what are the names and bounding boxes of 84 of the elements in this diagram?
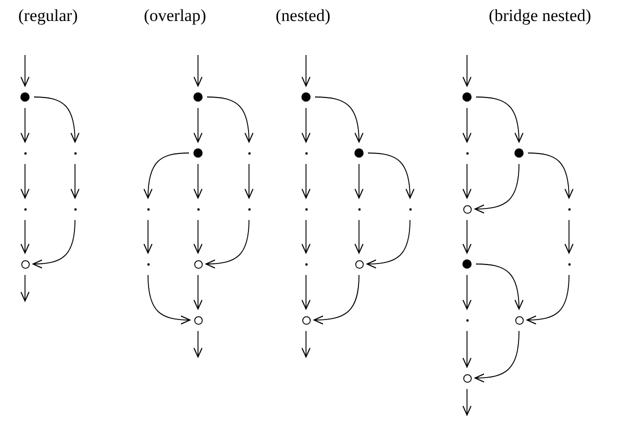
filled-circle bbox=[462, 92, 472, 102]
point bbox=[304, 208, 308, 210]
point bbox=[74, 152, 76, 154]
arrow bbox=[302, 108, 310, 142]
curved-arrow bbox=[528, 152, 574, 198]
arrow bbox=[194, 164, 202, 198]
curved-arrow bbox=[34, 96, 80, 142]
arrow bbox=[20, 274, 30, 302]
curved-arrow bbox=[206, 96, 254, 142]
filled-circle bbox=[193, 92, 203, 102]
point bbox=[146, 262, 150, 266]
arrow bbox=[20, 220, 30, 254]
arrow bbox=[244, 164, 254, 198]
open-circle bbox=[354, 260, 364, 268]
column-title: (bridge nested) bbox=[488, 6, 592, 26]
point bbox=[466, 152, 468, 154]
curved-arrow bbox=[526, 274, 570, 324]
point bbox=[248, 208, 250, 210]
arrow bbox=[462, 330, 472, 368]
arrow bbox=[194, 274, 202, 310]
point bbox=[358, 208, 360, 210]
filled-circle bbox=[354, 148, 364, 158]
arrow bbox=[564, 220, 574, 254]
open-circle bbox=[20, 260, 30, 268]
curved-arrow bbox=[368, 152, 414, 198]
arrow bbox=[194, 330, 202, 358]
point bbox=[466, 318, 468, 322]
arrow bbox=[194, 54, 202, 86]
arrow bbox=[20, 164, 30, 198]
open-circle bbox=[462, 374, 472, 382]
open-circle bbox=[514, 316, 524, 324]
arrow bbox=[462, 54, 472, 86]
curved-arrow bbox=[366, 220, 410, 268]
curved-arrow bbox=[144, 152, 190, 198]
arrow bbox=[194, 220, 202, 254]
arrow bbox=[70, 164, 80, 198]
open-circle bbox=[462, 204, 472, 214]
arrow bbox=[302, 220, 310, 254]
point bbox=[248, 152, 250, 154]
curved-arrow bbox=[314, 96, 364, 142]
arrow bbox=[302, 54, 310, 86]
filled-circle bbox=[462, 259, 472, 269]
arrow bbox=[462, 220, 472, 254]
point bbox=[304, 152, 308, 154]
arrow bbox=[354, 164, 364, 198]
open-circle bbox=[194, 260, 202, 268]
open-circle bbox=[302, 316, 310, 324]
arrow bbox=[20, 54, 30, 86]
arrow bbox=[144, 220, 152, 254]
curved-arrow bbox=[474, 330, 520, 382]
point bbox=[74, 208, 76, 210]
column-title: (nested) bbox=[276, 6, 330, 26]
point bbox=[568, 262, 570, 266]
filled-circle bbox=[20, 92, 30, 102]
filled-circle bbox=[514, 148, 524, 158]
point bbox=[146, 208, 150, 210]
curved-arrow bbox=[148, 274, 190, 324]
arrow bbox=[354, 220, 364, 254]
arrow bbox=[302, 330, 310, 358]
filled-circle bbox=[301, 92, 311, 102]
point bbox=[408, 208, 412, 210]
open-circle bbox=[194, 316, 202, 324]
arrow bbox=[462, 388, 472, 416]
arrow bbox=[302, 164, 310, 198]
point bbox=[24, 208, 26, 210]
curved-arrow bbox=[476, 264, 524, 310]
point bbox=[24, 152, 26, 154]
curved-arrow bbox=[476, 96, 524, 142]
arrow bbox=[462, 108, 472, 142]
arrow bbox=[302, 274, 310, 310]
arrow bbox=[20, 108, 30, 142]
curved-arrow bbox=[32, 220, 76, 268]
arrow bbox=[462, 164, 472, 198]
filled-circle bbox=[193, 148, 203, 158]
point bbox=[568, 208, 570, 210]
curved-arrow bbox=[474, 164, 520, 214]
column-title: (regular) bbox=[18, 6, 78, 26]
point bbox=[304, 262, 308, 266]
column-title: (overlap) bbox=[144, 6, 206, 26]
curved-arrow bbox=[206, 220, 250, 268]
curved-arrow bbox=[314, 274, 360, 324]
arrow bbox=[194, 108, 202, 142]
arrow bbox=[462, 274, 472, 310]
point bbox=[196, 208, 200, 210]
